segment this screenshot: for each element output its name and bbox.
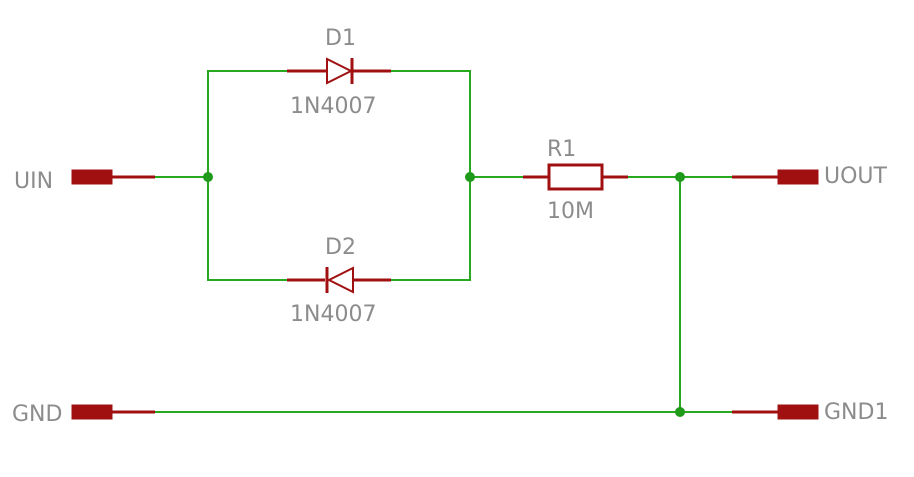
junction-gnd [675,407,685,417]
pin-uin[interactable]: UIN [14,169,155,194]
pin-gnd1-pad [777,404,819,420]
diode-d1-triangle [326,57,354,85]
resistor-r1-body [547,163,604,191]
wire-left-bus [207,70,287,281]
junction-right [465,172,475,182]
pin-gnd-pad [71,404,113,420]
junctions [203,172,685,417]
pin-uout-label: UOUT [824,164,888,189]
diode-d2-value: 1N4007 [290,302,376,327]
pin-uout-pad [777,169,819,185]
diode-d1[interactable]: D1 1N4007 [287,26,391,119]
diode-d2-name: D2 [325,235,356,260]
pin-uin-pad [71,169,113,185]
pin-gnd1-label: GND1 [824,400,888,425]
junction-left [203,172,213,182]
pin-uout[interactable]: UOUT [732,164,888,189]
wires [155,70,732,413]
diode-d2[interactable]: D2 1N4007 [287,235,391,327]
junction-output [675,172,685,182]
pin-uin-label: UIN [14,169,53,194]
wire-right-bus [391,70,471,281]
pin-gnd-label: GND [12,402,62,427]
pin-gnd1[interactable]: GND1 [732,400,888,425]
resistor-r1[interactable]: R1 10M [523,137,628,224]
diode-d1-value: 1N4007 [290,94,376,119]
diode-d1-name: D1 [325,26,356,51]
resistor-r1-name: R1 [547,137,576,162]
pin-gnd[interactable]: GND [12,402,155,427]
resistor-r1-value: 10M [547,199,594,224]
diode-d2-triangle [326,266,354,294]
